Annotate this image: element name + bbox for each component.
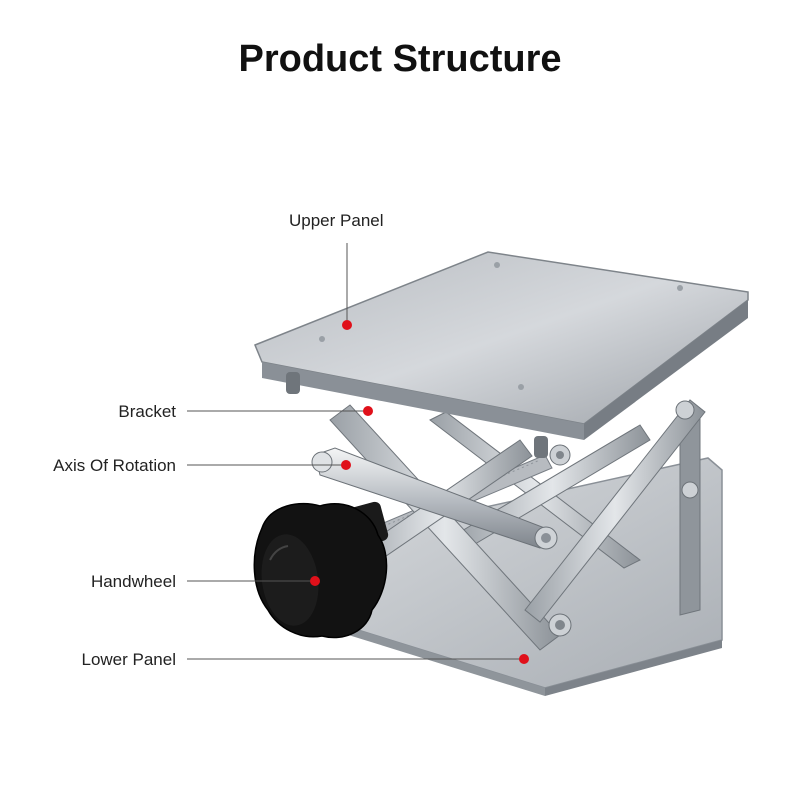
axis-of-rotation-marker <box>341 460 351 470</box>
lower-panel-label: Lower Panel <box>81 650 176 669</box>
leader-lines <box>187 243 524 660</box>
handwheel-label: Handwheel <box>90 572 176 591</box>
marker-dots <box>310 320 529 664</box>
handwheel-shape <box>253 501 389 639</box>
upper-panel-label: Upper Panel <box>289 211 384 230</box>
upper-panel-shape <box>254 251 749 458</box>
lower-panel-marker <box>519 654 529 664</box>
bracket-label: Bracket <box>118 402 176 421</box>
pivot-bolts <box>548 400 699 637</box>
axis-of-rotation-label: Axis Of Rotation <box>53 456 176 475</box>
bracket-marker <box>363 406 373 416</box>
handwheel-marker <box>310 576 320 586</box>
axis-of-rotation-rod <box>311 447 558 550</box>
upper-panel-marker <box>342 320 352 330</box>
page-title: Product Structure <box>238 38 562 80</box>
